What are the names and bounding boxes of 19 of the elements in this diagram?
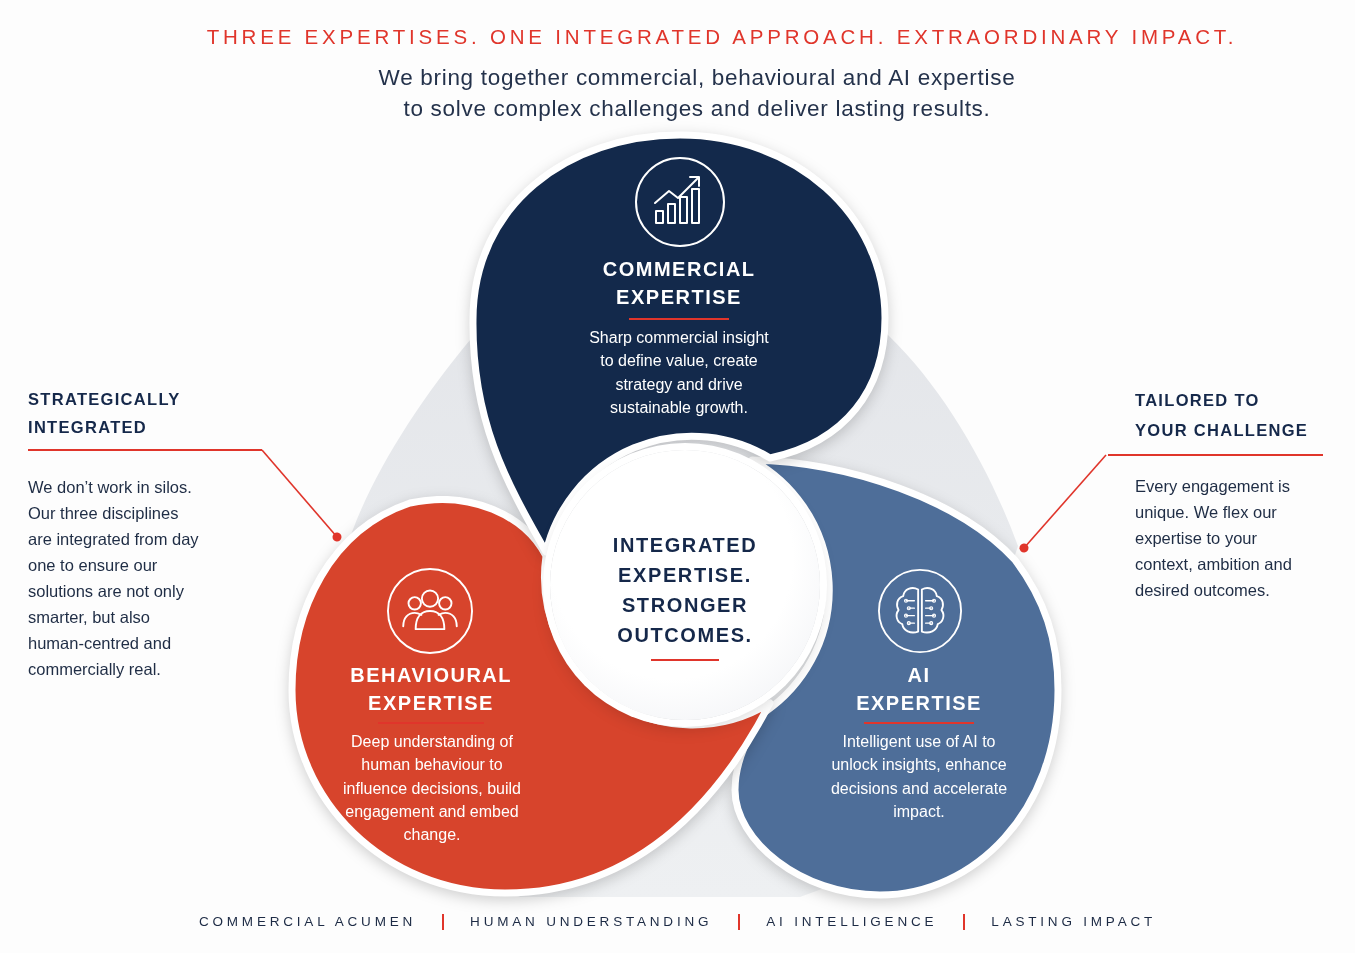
footer-label: COMMERCIAL ACUMEN [198, 913, 417, 931]
footer-label: AI INTELLIGENCE [766, 913, 938, 931]
description-text: Deep understanding of human behaviour to influence decisions, build engagement and embed change. [342, 732, 522, 846]
center-heading: INTEGRATED EXPERTISE. STRONGER OUTCOMES. [612, 533, 758, 648]
subtitle: We bring together commercial, behavioural and AI expertise to solve complex challenges and deliver lasting results. [377, 64, 1017, 123]
description-text: Every engagement is unique. We flex our expertise to your context, ambition and desired outcomes. [1135, 476, 1293, 601]
description-text: Intelligent use of AI to unlock insights, enhance decisions and accelerate impact. [829, 732, 1009, 822]
section-heading: STRATEGICALLY INTEGRATED [28, 389, 182, 438]
footer-label: HUMAN UNDERSTANDING [470, 913, 713, 931]
petal-heading: AI EXPERTISE [856, 663, 982, 716]
section-heading: TAILORED TO YOUR CHALLENGE [1135, 390, 1310, 441]
title: THREE EXPERTISES. ONE INTEGRATED APPROACH. EXTRAORDINARY IMPACT. [206, 24, 1238, 50]
leader-line [261, 449, 342, 542]
petal-heading: COMMERCIAL EXPERTISE [602, 257, 756, 310]
petal-heading: BEHAVIOURAL EXPERTISE [350, 663, 512, 716]
description-text: Sharp commercial insight to define value, create strategy and drive sustainable growth. [588, 328, 770, 418]
leader-line [1019, 454, 1107, 553]
description-text: We don’t work in silos. Our three disciplines are integrated from day one to ensure our solutions are not only smarter, but also human-centred and commercially real. [28, 477, 200, 680]
footer-label: LASTING IMPACT [991, 913, 1157, 931]
